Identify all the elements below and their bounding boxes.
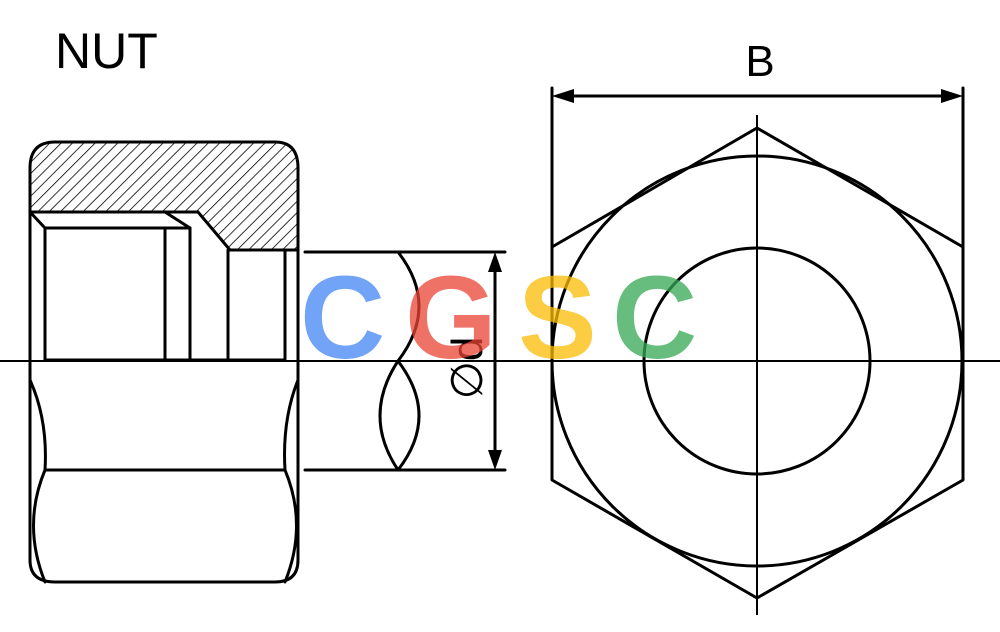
hex-face-curve <box>28 378 47 472</box>
break-curve <box>396 359 421 472</box>
watermark-letter-s: S <box>518 252 597 384</box>
arrow-head <box>488 450 502 470</box>
hex-face-curve <box>32 468 47 584</box>
watermark-letter-g: G <box>405 252 497 384</box>
bore-edge <box>28 210 47 362</box>
drawing-title: NUT <box>55 23 158 79</box>
chamfer-line <box>163 210 192 230</box>
hex-face-curve <box>283 468 298 584</box>
arrow-head <box>488 252 502 272</box>
nut-front-view: B <box>550 37 965 615</box>
break-curve <box>378 359 400 472</box>
hex-face-curve <box>283 378 300 472</box>
arrow-head <box>552 89 574 103</box>
arrow-head <box>941 89 963 103</box>
cgsc-watermark: C G S C <box>300 252 697 384</box>
break-curve <box>396 250 421 363</box>
bore-diameter-label: ∅d <box>443 337 492 400</box>
across-flats-label: B <box>745 37 774 86</box>
bore-dimension: ∅d <box>303 250 507 472</box>
watermark-letter-c2: C <box>612 252 697 384</box>
nut-outline <box>28 166 300 584</box>
watermark-letter-c1: C <box>300 252 385 384</box>
